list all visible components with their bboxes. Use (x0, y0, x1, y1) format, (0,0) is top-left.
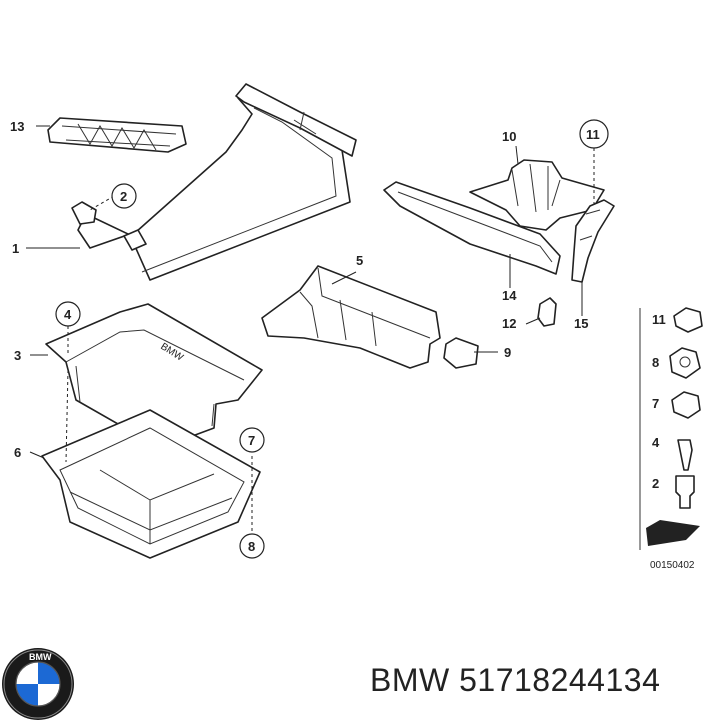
leader-lines (26, 125, 595, 534)
callout-7: 7 (248, 433, 255, 448)
diagram-ref-number: 00150402 (650, 560, 695, 571)
bmw-logo: BMW (2, 648, 74, 720)
part-3-floor-cover: BMW (45, 303, 263, 449)
part-5-side-box (261, 265, 441, 369)
cap-screw-icon (675, 475, 695, 509)
fastener-legend-labels: 11 8 7 4 2 (652, 312, 666, 491)
callout-10: 10 (502, 129, 516, 144)
callout-11-circle (579, 119, 609, 149)
callout-12: 12 (502, 316, 516, 331)
callouts: 13 2 1 4 3 6 7 8 5 9 12 14 15 10 11 (10, 119, 609, 559)
callout-11: 11 (586, 127, 600, 142)
part-9-catch (443, 337, 479, 369)
part-number-label: BMW 51718244134 (370, 662, 661, 698)
legend-label-2: 2 (652, 476, 659, 491)
callout-2-circle (111, 183, 137, 209)
callout-5: 5 (356, 253, 363, 268)
callout-8: 8 (248, 539, 255, 554)
part-1-strap-frame (71, 83, 357, 281)
part-13-grille-strip (47, 117, 187, 153)
part-6-storage-tub (41, 409, 261, 559)
callout-8-circle (239, 533, 265, 559)
callout-2: 2 (120, 189, 127, 204)
hex-nut-icon (669, 347, 701, 379)
hex-bolt-icon (671, 391, 701, 419)
fastener-legend (639, 307, 703, 550)
part-14-crossbar (383, 181, 561, 275)
bolt-flange-icon (673, 307, 703, 333)
callout-3: 3 (14, 348, 21, 363)
legend-label-7: 7 (652, 396, 659, 411)
part-12-clip (537, 297, 557, 327)
callout-1: 1 (12, 241, 19, 256)
svg-text:BMW: BMW (29, 652, 52, 662)
callout-13: 13 (10, 119, 24, 134)
callout-9: 9 (504, 345, 511, 360)
callout-6: 6 (14, 445, 21, 460)
legend-label-8: 8 (652, 355, 659, 370)
callout-4: 4 (64, 307, 72, 322)
callout-15: 15 (574, 316, 588, 331)
legend-label-11: 11 (652, 312, 666, 327)
direction-arrow-icon (646, 520, 700, 546)
part-15-bracket (571, 199, 615, 283)
callout-4-circle (55, 301, 81, 327)
callout-7-circle (239, 427, 265, 453)
legend-label-4: 4 (652, 435, 660, 450)
screw-icon (677, 439, 693, 471)
callout-14: 14 (502, 288, 517, 303)
